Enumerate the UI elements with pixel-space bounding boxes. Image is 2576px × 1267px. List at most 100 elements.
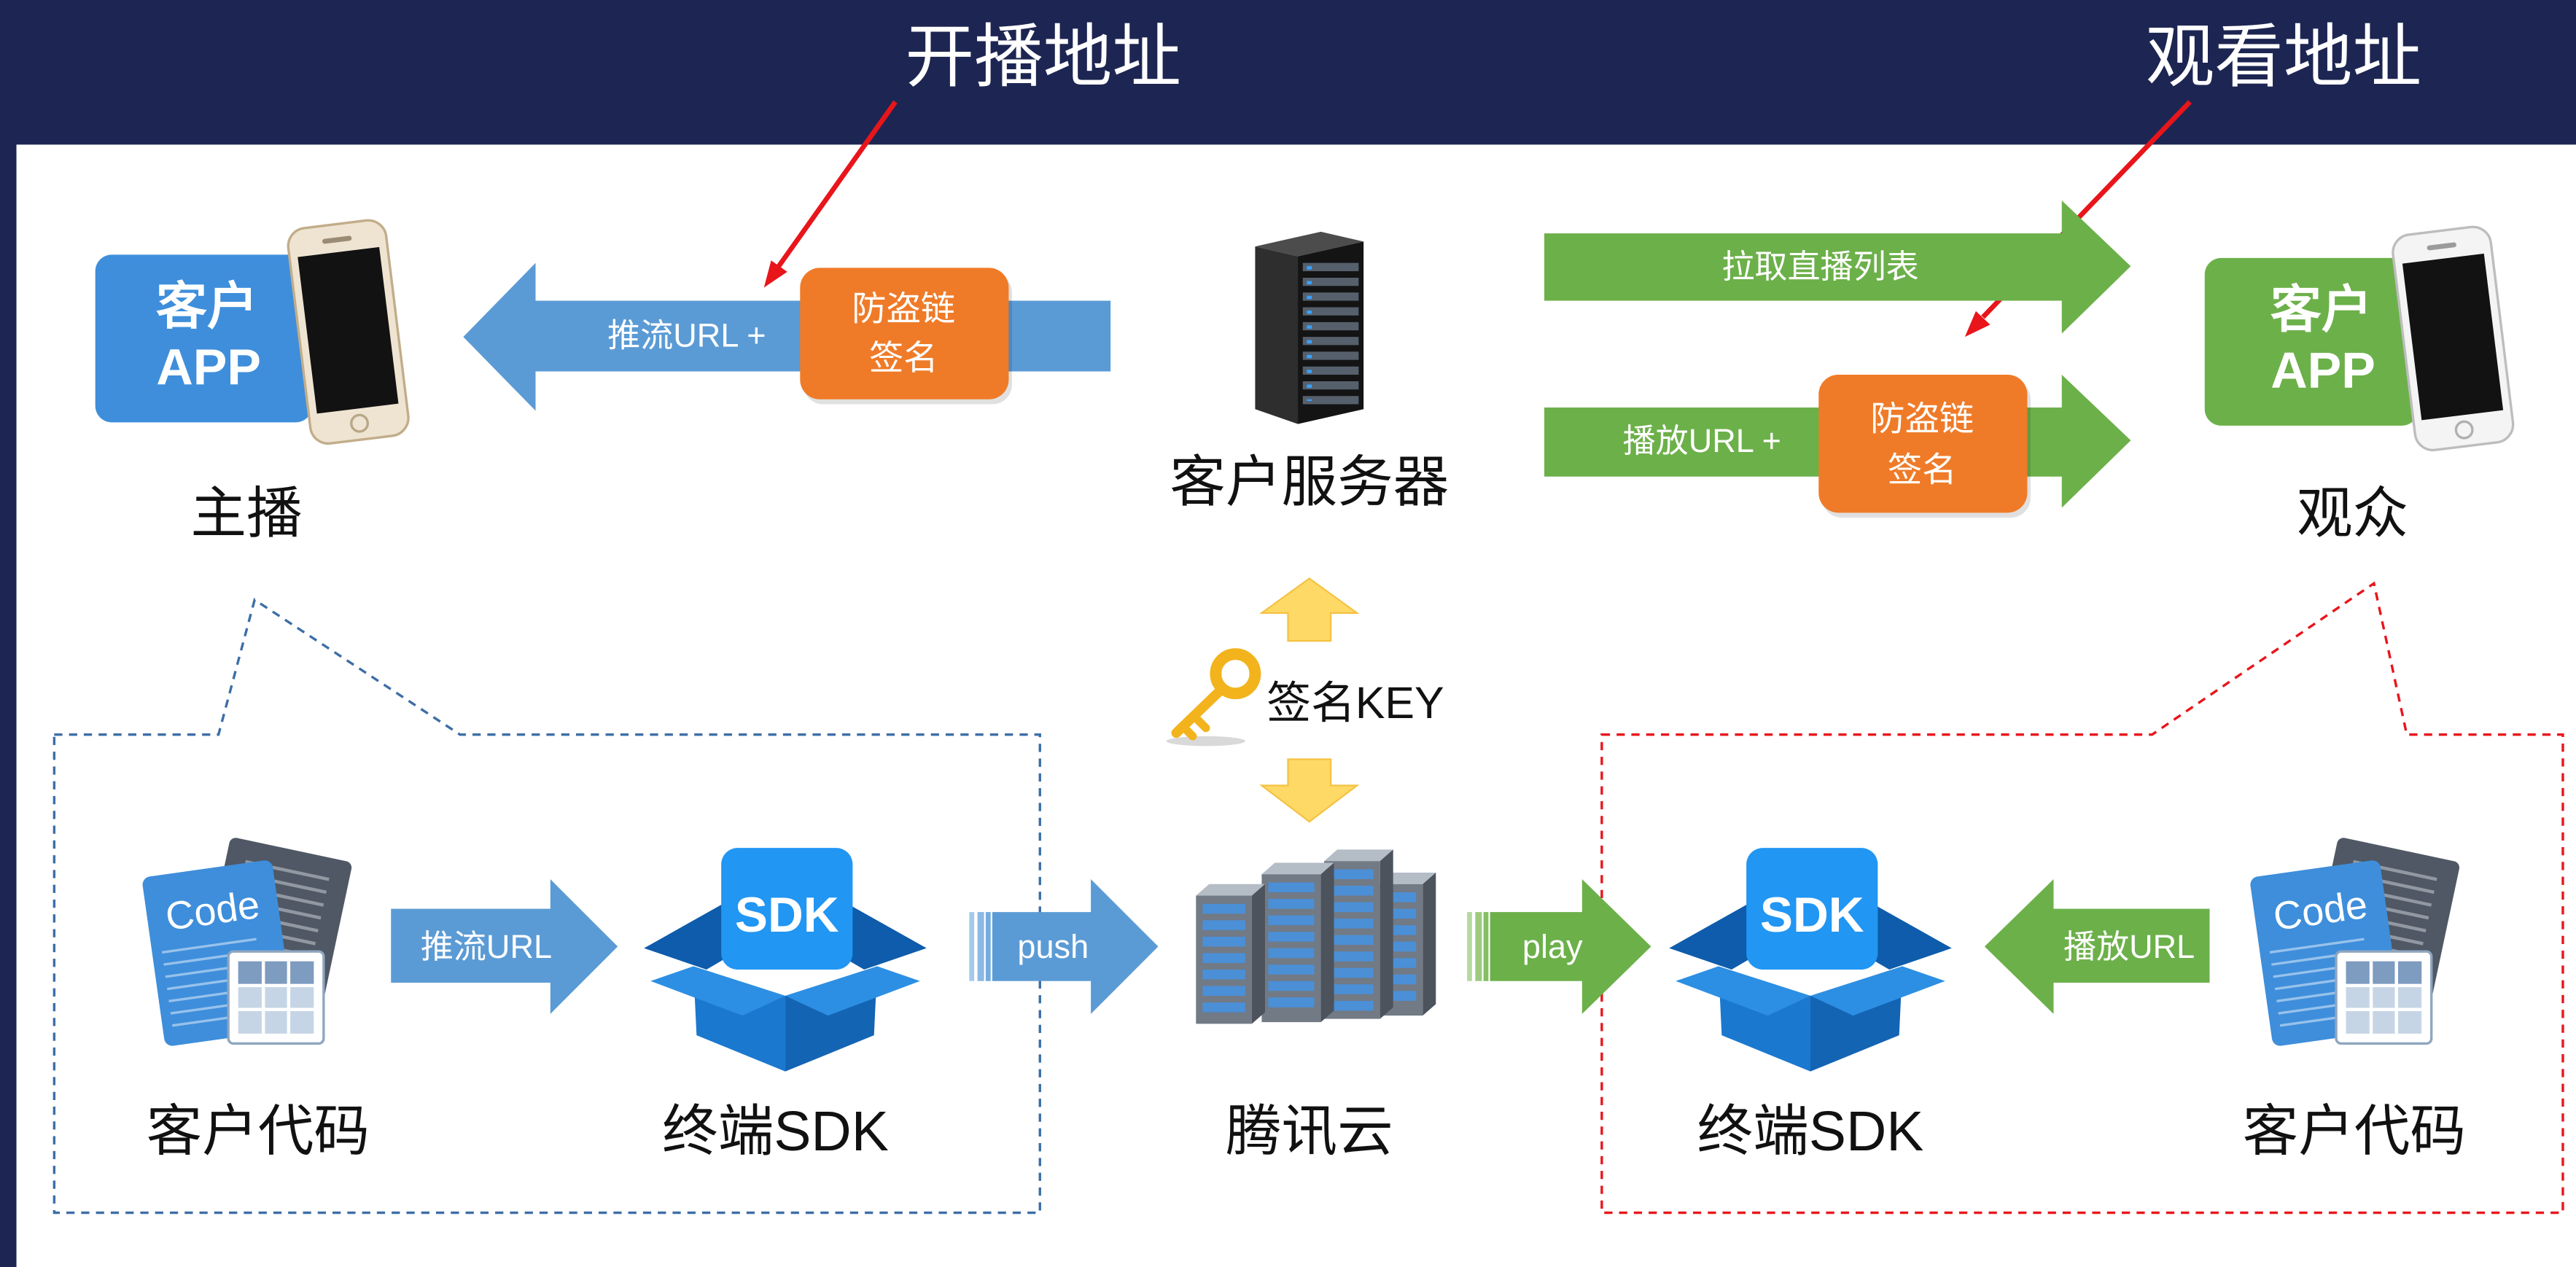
rack-side	[1320, 862, 1334, 1023]
sdk-front-flap	[1810, 966, 1945, 1016]
app-badge	[2204, 257, 2419, 426]
push-side-callout	[52, 598, 1041, 1215]
code-front-text-lines	[161, 937, 268, 1033]
server-side	[1255, 246, 1299, 424]
anchor-app: 客户 APP	[95, 219, 410, 445]
push-sdk-url-arrow: 推流URL	[391, 879, 618, 1014]
play-sdk-url-arrow: 播放URL	[1984, 879, 2210, 1014]
server-rack-cluster-icon	[1196, 849, 1436, 1024]
box-shape	[800, 268, 1009, 399]
key-icon	[1166, 648, 1261, 746]
phone-screen	[2402, 253, 2504, 421]
arrow-shape	[1490, 879, 1651, 1014]
push-url-arrow: 推流URL +	[463, 262, 1111, 411]
viewer-app: 客户 APP	[2204, 225, 2515, 452]
grid-badge	[227, 950, 325, 1045]
key-ring	[1210, 648, 1261, 700]
arrow-label: 推流URL +	[607, 317, 766, 354]
play-stream-arrow: play	[1467, 879, 1651, 1014]
rack-side	[1251, 884, 1265, 1024]
box-line1: 防盗链	[852, 290, 955, 329]
rack-top	[1380, 872, 1436, 884]
arrow-tail-stripe	[1483, 912, 1489, 981]
phone-home-button	[2454, 420, 2474, 440]
push-signature-box: 防盗链 签名	[800, 268, 1012, 405]
push-address-title: 开播地址	[906, 17, 1181, 97]
pull-live-list-arrow: 拉取直播列表	[1544, 200, 2131, 334]
app-badge-line1: 客户	[2270, 281, 2373, 338]
key-up-arrow-icon	[1258, 577, 1360, 642]
arrow-label: 推流URL	[421, 928, 552, 965]
key-shadow	[1166, 736, 1245, 746]
phone-speaker	[2427, 242, 2456, 251]
arrow-label: push	[1017, 928, 1089, 965]
server-rack	[1261, 862, 1334, 1023]
smartphone-icon	[287, 219, 410, 445]
play-side-callout	[1600, 581, 2564, 1215]
app-badge-line2: APP	[2270, 342, 2375, 399]
arrow-tail-stripe	[977, 912, 984, 981]
app-badge	[95, 254, 313, 423]
grid-badge	[2335, 950, 2433, 1045]
pointer-arrowhead	[1964, 311, 1991, 338]
play-sdk-caption: 终端SDK	[1697, 1101, 1924, 1163]
pointer-arrowhead	[763, 260, 787, 288]
code-front-text-lines	[2269, 937, 2375, 1033]
key-tooth	[1190, 712, 1210, 733]
arrow-shape	[463, 262, 1111, 411]
sdk-front-flap	[650, 966, 786, 1016]
sdk-tile-label: SDK	[735, 888, 839, 943]
rack-side	[1380, 849, 1393, 1019]
box-line1: 防盗链	[1870, 400, 1974, 439]
rack-top	[1324, 849, 1393, 862]
server-front	[1298, 241, 1364, 424]
box-shape	[1818, 374, 2028, 513]
sdk-tile	[721, 848, 853, 970]
key-down-arrow-icon	[1259, 758, 1360, 823]
arrow-label: 播放URL +	[1623, 422, 1781, 459]
watch-address-title: 观看地址	[2146, 17, 2421, 97]
arrow-label: play	[1522, 928, 1583, 965]
app-badge-line1: 客户	[156, 278, 258, 335]
viewer-caption: 观众	[2297, 483, 2408, 545]
box-line2: 签名	[869, 339, 938, 378]
arrow-tail-stripe	[969, 912, 975, 981]
arrow-shape	[391, 879, 618, 1014]
sdk-front-flap	[1676, 966, 1811, 1016]
server-top	[1255, 231, 1364, 257]
sdk-front-flap	[785, 966, 920, 1016]
arrow-tail-stripe	[1467, 912, 1472, 981]
sdk-tile	[1746, 848, 1878, 970]
code-icon: Code	[2250, 838, 2459, 1046]
sdk-box-icon: SDK	[1669, 848, 1952, 1072]
customer-server-caption: 客户服务器	[1170, 452, 1449, 514]
rack-side	[1423, 872, 1436, 1016]
push-code-caption: 客户代码	[147, 1101, 370, 1163]
signing-key-label: 签名KEY	[1266, 678, 1444, 728]
rack-top	[1261, 862, 1334, 875]
key-tooth	[1178, 722, 1197, 741]
smartphone-icon	[2392, 225, 2515, 452]
phone-screen	[297, 246, 399, 414]
grid-header-row	[2346, 961, 2422, 985]
play-signature-box: 防盗链 签名	[1818, 374, 2031, 518]
arrow-shape	[1984, 879, 2210, 1014]
phone-speaker	[322, 235, 352, 244]
phone-home-button	[350, 413, 370, 433]
push-sdk-caption: 终端SDK	[662, 1101, 889, 1163]
rack-top	[1196, 884, 1265, 896]
box-line2: 签名	[1888, 451, 1957, 489]
push-address-pointer	[763, 100, 898, 288]
arrow-label: 播放URL	[2063, 928, 2195, 965]
arrow-tail-stripe	[1475, 912, 1482, 981]
arrow-label: 拉取直播列表	[1721, 248, 1918, 285]
code-icon: Code	[142, 838, 352, 1046]
app-badge-line2: APP	[156, 338, 261, 395]
tencent-cloud-caption: 腾讯云	[1226, 1101, 1393, 1163]
play-code-caption: 客户代码	[2243, 1101, 2466, 1163]
server-rack	[1196, 884, 1265, 1024]
server-tower-icon	[1255, 231, 1364, 424]
sdk-tile-label: SDK	[1760, 888, 1864, 943]
